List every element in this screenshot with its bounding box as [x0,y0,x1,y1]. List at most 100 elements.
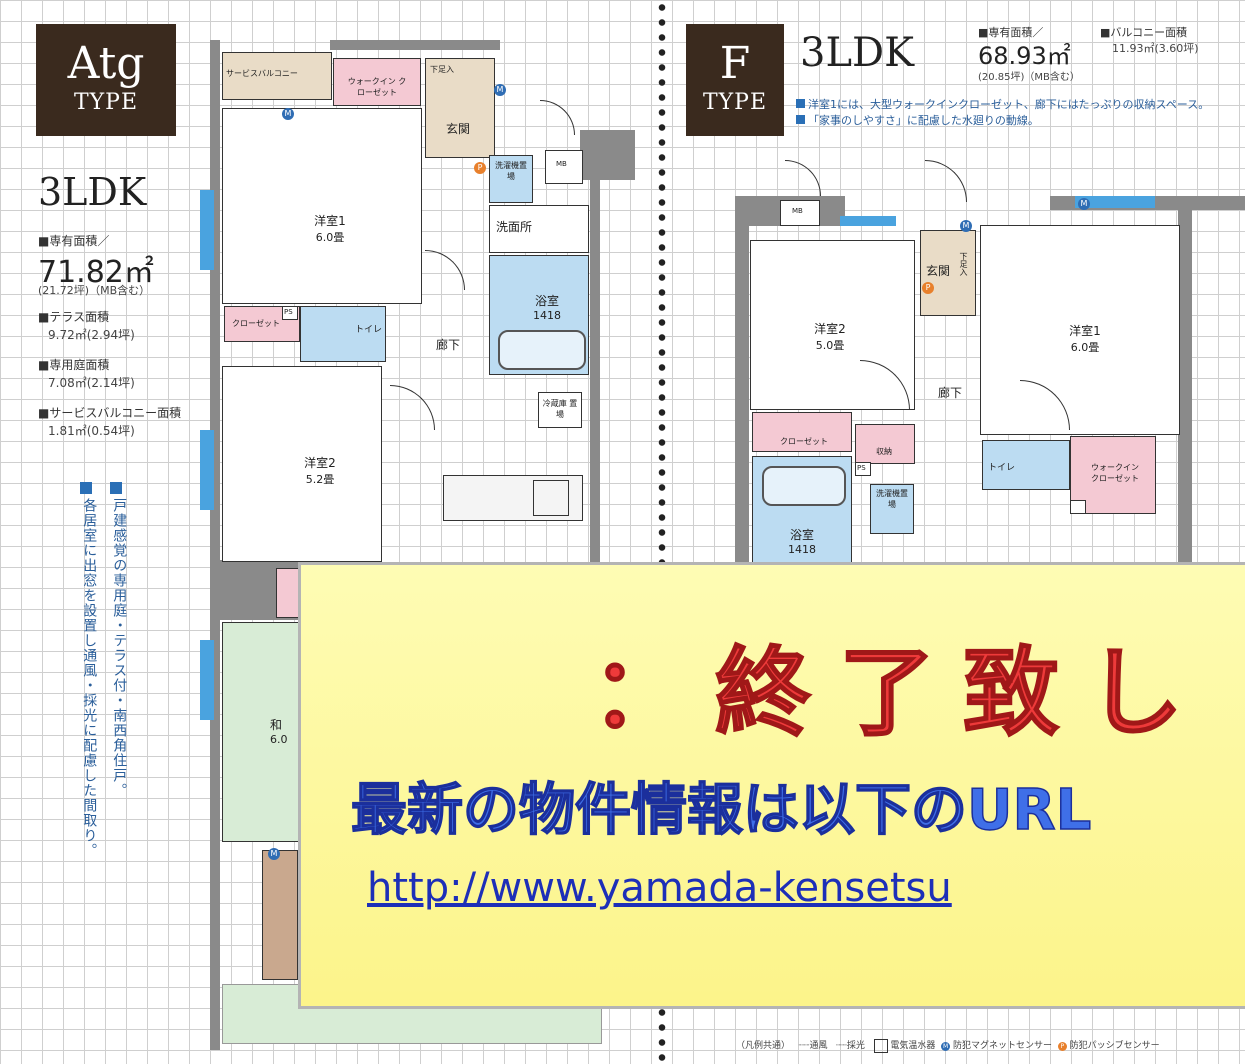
label-genkan-right: 玄関 [926,264,951,278]
room-wic-left [333,58,421,106]
magnet-sensor-icon: M [494,84,506,96]
room-fridge-left [538,392,582,428]
legend-title: （凡例共通） [736,1041,791,1051]
label-closet-right: クローゼット [780,437,828,446]
room-service-balcony [222,52,332,100]
bath-name-left: 浴室 [534,294,559,308]
feature-text-right-2: 「家事のしやすさ」に配慮した水廻りの動線。 [808,114,1039,127]
bath-size-right: 1418 [788,543,816,556]
western2-size: 5.2畳 [305,473,335,486]
room-genkan-right [920,230,976,316]
wall-left [735,196,749,576]
western1-name: 洋室1 [314,214,346,228]
label-toilet-right: トイレ [988,463,1016,473]
bullet-square [796,115,805,124]
type-badge-f: F TYPE [686,24,784,136]
label-washer-right: 洗濯機置場 [876,489,908,509]
magnet-sensor-icon: M [282,108,294,120]
japanese-size: 6.0 [270,733,288,746]
room-japanese [222,622,300,842]
door-swing [540,100,575,135]
feature-line-1: 洋室1には、大型ウォークインクローゼット、廊下にはたっぷりの収納スペース。 [796,96,1209,112]
type-label: TYPE [73,90,139,115]
wall-top [330,40,500,50]
balcony-value: 11.93㎡(3.60坪) [1112,42,1199,55]
western2-name: 洋室2 [304,456,336,470]
legend-light-icon: ┈┈ [836,1041,847,1051]
passive-sensor-icon: P [922,282,934,294]
label-western2-left: 洋室2 5.2畳 [290,454,350,487]
area-sub-right: (20.85坪)（MB含む） [978,72,1080,83]
label-bath-left: 浴室 1418 [522,292,572,322]
legend-passive: 防犯パッシブセンサー [1069,1041,1160,1051]
type-code: F [719,38,751,89]
label-hallway-left: 廊下 [436,338,461,352]
legend-bar: （凡例共通） ┈┈通風 ┈┈採光 電気温水器 M 防犯マグネットセンサー P 防… [736,1038,1160,1053]
label-closet-left: クローゼット [232,319,280,328]
room-genkan-left [425,58,495,158]
service-balcony-label: ■サービスバルコニー面積 [38,406,182,420]
label-genkan-left: 玄関 [446,122,471,136]
label-shita-ire-right: 下足入 [959,252,968,276]
service-balcony-value: 1.81㎡(0.54坪) [48,424,135,438]
type-badge-atg: Atg TYPE [36,24,176,136]
western1-name-right: 洋室1 [1069,324,1101,338]
wall-right [590,130,600,570]
layout-label-left: 3LDK [38,170,147,214]
notice-subtitle: 最新の物件情報は以下のURL [350,777,1092,844]
label-mb-right: MB [792,207,803,215]
wall-corner [580,130,635,180]
room-western1-right [980,225,1180,435]
kitchen-counter-left [443,475,583,521]
legend-water-heater: 電気温水器 [890,1041,936,1051]
label-ps-left: PS [284,308,293,316]
notice-url-link[interactable]: http://www.yamada-kensetsu [367,865,952,911]
label-washer-left: 洗濯機置場 [495,161,527,181]
room-ps-right-2 [1070,500,1086,514]
room-toilet-left [300,306,386,362]
feature-column-1: 戸建感覚の専用庭・テラス付・南西角住戸。 [110,482,128,858]
label-toilet-left: トイレ [355,325,383,335]
label-japanese: 和 6.0 [270,716,300,746]
label-shita-ire-left: 下足入 [430,65,454,74]
japanese-name: 和 [270,718,283,732]
area-sub-left: (21.72坪)（MB含む） [38,284,151,297]
western2-name-right: 洋室2 [814,322,846,336]
bathtub-right [762,466,846,506]
wall-right [1178,210,1192,570]
feature-text-right-1: 洋室1には、大型ウォークインクローゼット、廊下にはたっぷりの収納スペース。 [808,98,1210,111]
type-code: Atg [67,38,145,89]
feature-column-2: 各居室に出窓を設置し通風・採光に配慮した間取り。 [80,482,98,898]
room-closet-lower-left [276,568,300,618]
room-closet-right [752,412,852,452]
room-ps-right [855,462,871,476]
feature-text-1: 戸建感覚の専用庭・テラス付・南西角住戸。 [111,498,128,798]
terrace-left [262,850,298,980]
room-toilet-right [982,440,1070,490]
closing-notice-banner: ：終了致し 最新の物件情報は以下のURL http://www.yamada-k… [298,562,1245,1009]
room-storage-right [855,424,915,464]
door-swing [390,385,435,430]
room-mb-left [545,150,583,184]
legend-ventilation-icon: ┈┈ [798,1041,810,1051]
area-label-left: ■専有面積／ [38,234,110,248]
label-hallway-right: 廊下 [938,386,963,400]
type-label: TYPE [702,90,768,115]
notice-title: ：終了致し [590,635,1211,750]
room-mb-right [780,200,820,226]
door-swing [785,160,821,196]
water-heater-icon [873,1038,888,1053]
label-western1-left: 洋室1 6.0畳 [300,212,360,245]
garden-value: 7.08㎡(2.14坪) [48,376,135,390]
magnet-sensor-icon: M [268,848,280,860]
label-fridge-left: 冷蔵庫 置場 [542,399,578,419]
western2-size-right: 5.0畳 [815,339,845,352]
window-top [1075,196,1155,208]
room-washer-right [870,484,914,534]
window-bay [200,190,214,270]
area-label-right: ■専有面積／ [978,26,1044,39]
binding-dots [657,0,667,1064]
label-wic-left: ウォークイン クローゼット [347,77,407,97]
bathtub-left [498,330,586,370]
label-western2-right: 洋室2 5.0畳 [800,320,860,353]
